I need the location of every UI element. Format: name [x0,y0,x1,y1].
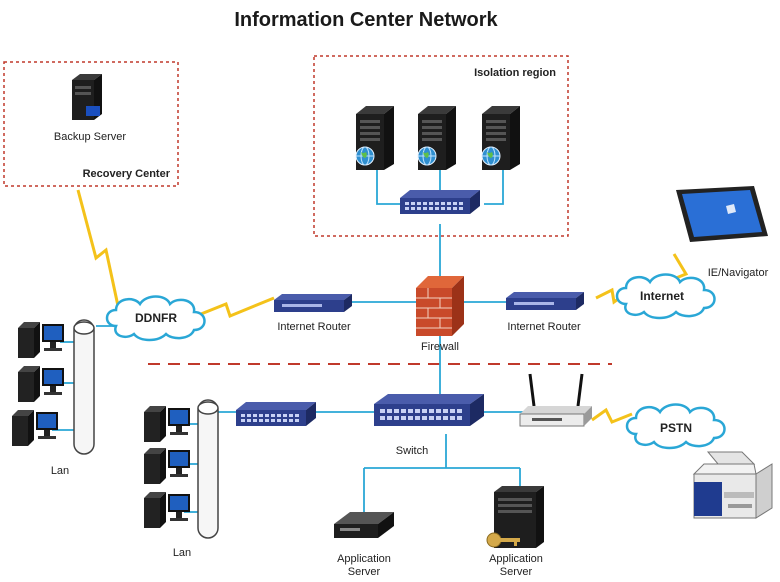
switch-label: Switch [396,445,428,457]
main-switch-icon[interactable] [374,394,484,426]
network-links [52,165,524,514]
lightning-icon [76,189,120,307]
lan-left-label: Lan [51,465,69,477]
workstation-icon[interactable] [144,492,190,528]
internet-router-right-icon[interactable] [506,292,584,310]
ddnfr-cloud-label: DDNFR [135,311,177,325]
backup-server-icon[interactable] [72,74,102,120]
server-icon[interactable] [417,106,456,170]
printer-icon[interactable] [692,451,773,519]
pstn-cloud-label: PSTN [660,421,692,435]
isolation-region [313,55,569,237]
isolation-switch-icon[interactable] [400,190,480,214]
internet-router-left-icon[interactable] [274,294,352,312]
application-server-1-icon[interactable] [334,512,394,538]
lan-center-bus [197,399,219,539]
recovery-center-label: Recovery Center [83,168,171,180]
internet-cloud-label: Internet [640,289,684,303]
lan-left-bus [73,319,95,455]
lightning-icon [591,407,633,424]
key-icon [486,532,520,548]
wifi-router-icon[interactable] [519,373,592,427]
lan-center-label: Lan [173,547,191,559]
internet-router-right-label: Internet Router [507,321,581,333]
workstation-icon[interactable] [144,448,190,484]
server-icon[interactable] [481,106,520,170]
internet-router-left-label: Internet Router [277,321,351,333]
firewall-icon[interactable] [416,276,464,336]
lan-switch-icon[interactable] [236,402,316,426]
workstation-icon[interactable] [18,322,64,358]
tablet-icon[interactable] [676,186,768,242]
workstation-icon[interactable] [144,406,190,442]
workstation-icon[interactable] [12,410,58,446]
firewall-label: Firewall [421,341,459,353]
ie-navigator-label: IE/Navigator [708,267,769,279]
lightning-icon [195,296,275,318]
workstation-icon[interactable] [18,366,64,402]
diagram-title: Information Center Network [234,9,498,31]
backup-server-label: Backup Server [54,131,126,143]
recovery-center-region [3,61,179,187]
server-icon[interactable] [355,106,394,170]
isolation-region-label: Isolation region [474,67,556,79]
